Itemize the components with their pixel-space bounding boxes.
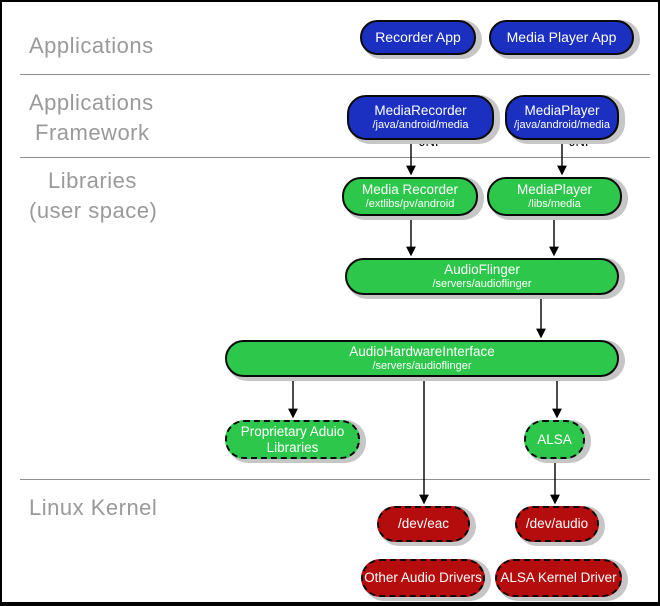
node-title: AudioFlinger xyxy=(444,262,520,278)
node-title: MediaRecorder xyxy=(374,103,467,119)
section-label-libraries-line1: Libraries xyxy=(48,168,137,193)
section-label-libraries-line2: (user space) xyxy=(29,198,158,223)
section-label-framework-line1: Applications xyxy=(29,90,154,115)
node-title: Media Recorder xyxy=(361,182,459,198)
node-title: Recorder App xyxy=(375,29,461,46)
node-subtitle: /extlibs/pv/android xyxy=(365,197,455,210)
node-mediaplayer-framework: MediaPlayer /java/android/media xyxy=(505,95,619,140)
node-other-audio-drivers: Other Audio Drivers xyxy=(361,559,485,597)
node-mediarecorder-framework: MediaRecorder /java/android/media xyxy=(347,95,494,140)
node-alsa: ALSA xyxy=(524,420,585,459)
node-title: MediaPlayer xyxy=(516,182,593,198)
node-title: /dev/audio xyxy=(525,516,589,532)
node-dev-eac: /dev/eac xyxy=(377,506,470,542)
node-alsa-kernel-driver: ALSA Kernel Driver xyxy=(495,559,622,597)
node-media-recorder-lib: Media Recorder /extlibs/pv/android xyxy=(342,177,478,216)
node-audiohardwareinterface: AudioHardwareInterface /servers/audiofli… xyxy=(225,340,619,377)
node-title: ALSA Kernel Driver xyxy=(500,570,617,586)
node-subtitle: /java/android/media xyxy=(513,118,610,131)
section-label-linux-kernel: Linux Kernel xyxy=(29,495,158,520)
node-dev-audio: /dev/audio xyxy=(515,506,599,542)
section-label-framework-line2: Framework xyxy=(35,120,150,145)
node-subtitle: /servers/audioflinger xyxy=(372,359,472,372)
node-title: Proprietary Aduio xyxy=(240,423,345,439)
node-subtitle: /java/android/media xyxy=(372,118,469,131)
divider-applications-framework xyxy=(20,74,650,75)
divider-libraries-kernel xyxy=(20,479,650,480)
section-label-applications: Applications xyxy=(29,33,154,58)
node-title: ALSA xyxy=(537,431,572,447)
node-mediaplayer-lib: MediaPlayer /libs/media xyxy=(487,177,622,216)
node-title: AudioHardwareInterface xyxy=(349,344,495,360)
node-subtitle: /servers/audioflinger xyxy=(432,277,532,290)
node-title: /dev/eac xyxy=(397,516,450,532)
node-subtitle: /libs/media xyxy=(528,197,581,210)
node-title: Media Player App xyxy=(506,29,617,46)
node-media-player-app: Media Player App xyxy=(489,20,634,55)
node-subtitle: Libraries xyxy=(266,439,319,455)
node-recorder-app: Recorder App xyxy=(360,20,476,55)
node-title: MediaPlayer xyxy=(524,103,600,119)
node-title: Other Audio Drivers xyxy=(364,570,482,586)
node-proprietary-audio-libraries: Proprietary Aduio Libraries xyxy=(225,420,360,459)
divider-framework-libraries xyxy=(20,157,650,158)
node-audioflinger: AudioFlinger /servers/audioflinger xyxy=(345,258,619,295)
